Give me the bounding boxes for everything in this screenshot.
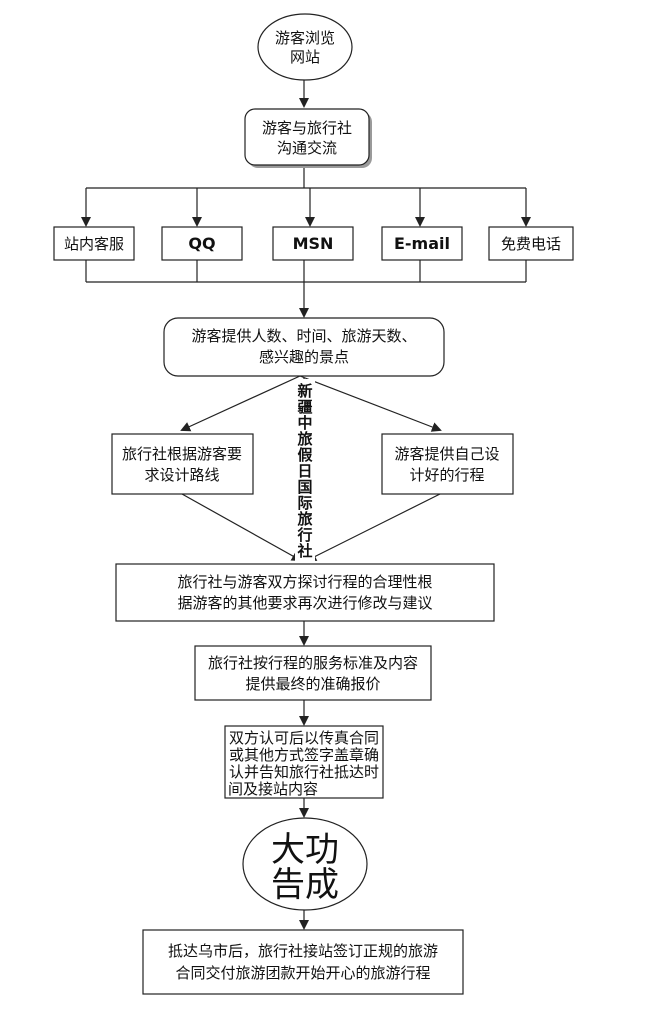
watermark-char-4: 旅 xyxy=(297,430,312,448)
watermark-char-1: 新 xyxy=(297,382,312,400)
communicate-text-line-1: 游客与旅行社 xyxy=(262,119,352,137)
arrow-to-agency-design xyxy=(180,375,301,432)
tourist-design-line-1: 游客提供自己设 xyxy=(394,445,499,463)
contract-line-3: 认并告知旅行社抵达时 xyxy=(229,763,379,781)
agency-design-line-1: 旅行社根据游客要 xyxy=(122,445,242,463)
provide-info-line-1: 游客提供人数、时间、旅游天数、 xyxy=(191,327,416,345)
watermark-vertical: 新 疆 中 旅 假 日 国 际 旅 行 社 xyxy=(295,379,315,563)
final-line-1: 抵达乌市后，旅行社接站签订正规的旅游 xyxy=(168,942,438,960)
quote-line-2: 提供最终的准确报价 xyxy=(245,675,380,693)
provide-info-line-2: 感兴趣的景点 xyxy=(259,348,349,366)
start-node: 游客浏览 网站 xyxy=(257,13,353,81)
arrow-agency-to-discuss xyxy=(181,493,302,561)
watermark-char-8: 际 xyxy=(297,494,312,512)
tourist-design-line-2: 计好的行程 xyxy=(409,466,484,484)
final-line-2: 合同交付旅游团款开始开心的旅游行程 xyxy=(175,964,430,982)
quote-node: 旅行社按行程的服务标准及内容 提供最终的准确报价 xyxy=(194,645,432,701)
communicate-node: 游客与旅行社 沟通交流 xyxy=(244,108,372,168)
tourist-design-node: 游客提供自己设 计好的行程 xyxy=(381,433,514,495)
success-ellipse xyxy=(242,817,368,911)
channel-label-1: 站内客服 xyxy=(64,235,124,253)
arrow-to-tourist-design xyxy=(299,375,442,432)
arrow-tourist-to-discuss xyxy=(306,493,441,561)
quote-line-1: 旅行社按行程的服务标准及内容 xyxy=(208,654,418,672)
final-box xyxy=(142,929,464,995)
channel-box-2 xyxy=(161,226,243,261)
final-node: 抵达乌市后，旅行社接站签订正规的旅游 合同交付旅游团款开始开心的旅游行程 xyxy=(142,929,464,995)
agency-design-node: 旅行社根据游客要 求设计路线 xyxy=(111,433,254,495)
success-node: 大功 告成 xyxy=(242,817,368,911)
discuss-line-2: 据游客的其他要求再次进行修改与建议 xyxy=(177,594,432,612)
provide-info-box xyxy=(163,317,445,377)
communicate-text-line-2: 沟通交流 xyxy=(277,139,337,157)
agency-design-box xyxy=(111,433,254,495)
watermark-char-5: 假 xyxy=(297,446,313,464)
contract-box xyxy=(224,725,384,799)
quote-box xyxy=(194,645,432,701)
contract-line-4: 间及接站内容 xyxy=(228,780,318,798)
channel-box-1 xyxy=(53,226,135,261)
discuss-line-1: 旅行社与游客双方探讨行程的合理性根 xyxy=(177,573,432,591)
start-ellipse xyxy=(257,13,353,81)
channel-label-5: 免费电话 xyxy=(501,235,561,253)
contract-line-2: 或其他方式签字盖章确 xyxy=(229,746,379,764)
contract-line-1: 双方认可后以传真合同 xyxy=(229,729,379,747)
start-text-line-1: 游客浏览 xyxy=(275,29,335,47)
channel-boxes: 站内客服 QQ MSN E-mail 免费电话 xyxy=(53,226,574,261)
channel-box-5 xyxy=(488,226,574,261)
agency-design-line-2: 求设计路线 xyxy=(144,466,219,484)
watermark-char-7: 国 xyxy=(297,478,312,496)
watermark-char-11: 社 xyxy=(296,542,312,560)
watermark-char-9: 旅 xyxy=(297,510,312,528)
tourist-design-box xyxy=(381,433,514,495)
watermark-char-6: 日 xyxy=(297,462,312,480)
watermark-char-2: 疆 xyxy=(297,398,312,416)
contract-node: 双方认可后以传真合同 或其他方式签字盖章确 认并告知旅行社抵达时 间及接站内容 xyxy=(224,725,384,799)
success-line-1: 大功 xyxy=(271,830,339,870)
watermark-backdrop xyxy=(295,379,315,563)
discuss-node: 旅行社与游客双方探讨行程的合理性根 据游客的其他要求再次进行修改与建议 xyxy=(115,563,495,622)
communicate-box xyxy=(244,108,370,166)
channel-label-2: QQ xyxy=(188,234,215,253)
channel-label-3: MSN xyxy=(293,234,334,253)
watermark-char-10: 行 xyxy=(296,526,312,544)
channel-box-3 xyxy=(272,226,354,261)
provide-info-node: 游客提供人数、时间、旅游天数、 感兴趣的景点 xyxy=(163,317,445,377)
channel-label-4: E-mail xyxy=(394,234,450,253)
start-text-line-2: 网站 xyxy=(290,48,320,66)
watermark-char-3: 中 xyxy=(297,414,312,432)
channel-box-4 xyxy=(381,226,463,261)
discuss-box xyxy=(115,563,495,622)
success-line-2: 告成 xyxy=(271,865,339,905)
